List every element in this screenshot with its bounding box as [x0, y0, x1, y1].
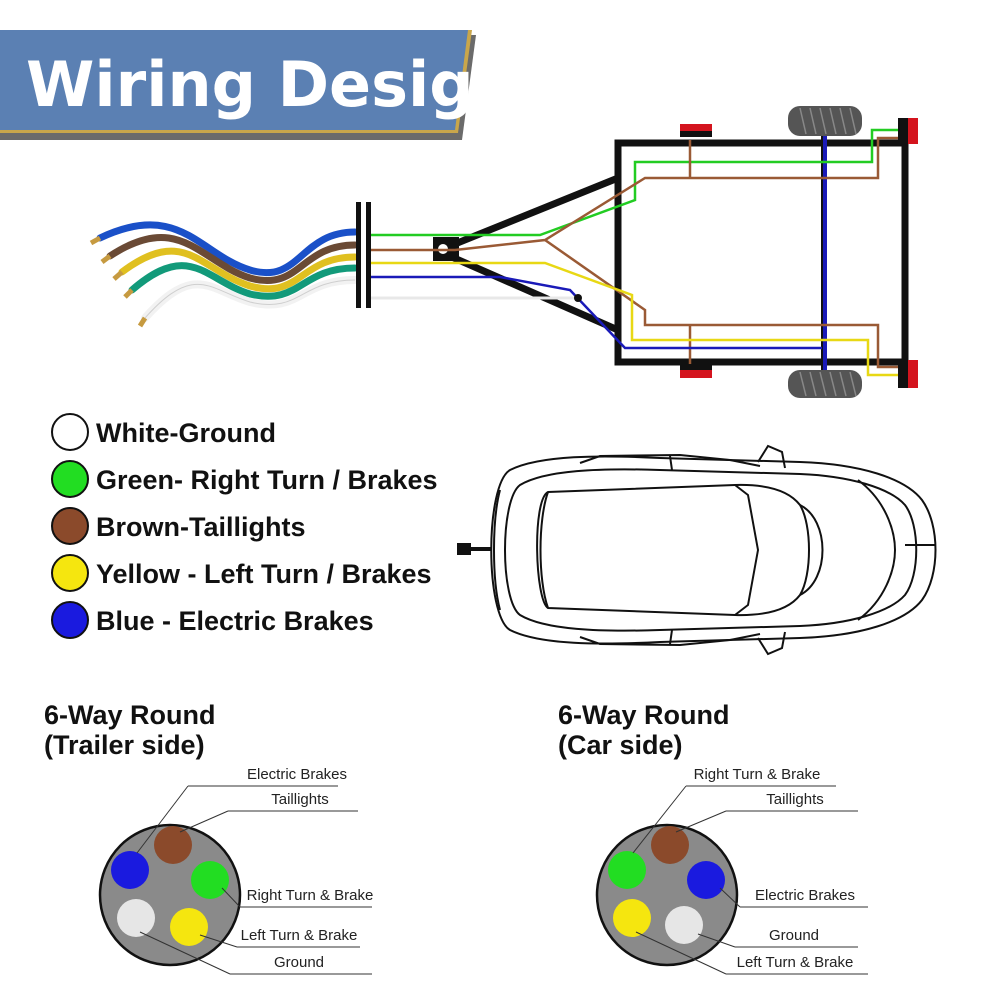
pin-leader-line: [221, 887, 241, 908]
legend-label-brown: Brown-Taillights: [96, 512, 306, 542]
trailer-wire-green: [371, 128, 898, 237]
marker-light-bottom: [680, 370, 712, 378]
pin-label: Taillights: [766, 791, 824, 808]
ground-point: [574, 294, 582, 302]
car-hood-line: [857, 479, 897, 621]
pin-label: Right Turn & Brake: [694, 766, 821, 783]
car-rear-window: [539, 491, 549, 609]
pin-label: Left Turn & Brake: [737, 954, 854, 971]
tail-light-right: [908, 118, 918, 144]
car-body: [490, 455, 937, 645]
wire-harness: [89, 202, 371, 328]
connector-pin-blue: [687, 861, 725, 899]
harness-wire-blue: [96, 221, 359, 277]
connector-car-side: 6-Way Round(Car side) Right Turn & BrakeT…: [558, 700, 868, 975]
pin-label: Left Turn & Brake: [241, 927, 358, 944]
harness-wire-green: [128, 262, 359, 300]
pin-label: Ground: [274, 954, 324, 971]
legend-label-green: Green- Right Turn / Brakes: [96, 465, 438, 495]
harness-wire-white-outline: [144, 279, 356, 319]
trailer-diagram: [371, 106, 918, 398]
car-roof: [536, 483, 810, 617]
connector-subheading: (Trailer side): [44, 730, 205, 760]
car-rear-bumper: [493, 489, 501, 611]
pin-leader-line: [632, 785, 687, 854]
wire-tip: [137, 316, 148, 328]
legend-swatch-brown: [51, 507, 89, 545]
pin-leader-line: [719, 887, 741, 908]
car-mirror-top: [757, 444, 786, 469]
connector-pin-green: [608, 851, 646, 889]
pin-label: Ground: [769, 927, 819, 944]
pin-leader-line: [675, 810, 727, 833]
marker-light-top: [680, 124, 712, 131]
pin-leader-line: [179, 810, 229, 833]
wire-tip: [89, 235, 102, 246]
trailer-wire-brown-lower: [544, 238, 898, 369]
connector-pin-white: [665, 906, 703, 944]
car-hitch-ball: [457, 543, 471, 555]
trailer-wire-yellow: [371, 261, 898, 377]
trailer-wire-brown: [371, 136, 898, 252]
trailer-wheel-top: [788, 106, 862, 136]
marker-light-top-base: [680, 131, 712, 137]
trailer-wheel-bottom: [788, 370, 862, 398]
connector-pin-yellow: [170, 908, 208, 946]
title-banner: Wiring Design: [0, 30, 518, 140]
pin-label: Taillights: [271, 791, 329, 808]
connector-pin-white: [117, 899, 155, 937]
connector-pin-blue: [111, 851, 149, 889]
connector-heading: 6-Way Round: [44, 700, 216, 730]
connector-pin-green: [191, 861, 229, 899]
legend-swatch-white: [51, 413, 89, 451]
legend-label-white: White-Ground: [96, 418, 276, 448]
car-mirror-bottom: [757, 631, 786, 656]
connector-plate: [366, 202, 371, 308]
pin-leader-line: [697, 933, 736, 948]
pin-leader-line: [199, 934, 238, 948]
car-top-view: [457, 444, 937, 656]
wire-tip: [100, 254, 112, 264]
legend-label-blue: Blue - Electric Brakes: [96, 606, 374, 636]
trailer-wire-blue: [371, 275, 822, 350]
car-body-inner: [504, 468, 918, 632]
legend-label-yellow: Yellow - Left Turn / Brakes: [96, 559, 432, 589]
pin-label: Right Turn & Brake: [247, 887, 374, 904]
wire-tip: [123, 288, 134, 299]
connector-plate: [356, 202, 361, 308]
page-title: Wiring Design: [26, 48, 518, 121]
pin-leader-line: [139, 931, 231, 975]
legend-swatch-yellow: [51, 554, 89, 592]
connector-trailer-side: 6-Way Round(Trailer side) Electric Brakes…: [44, 700, 374, 975]
car-door-seam: [669, 455, 673, 471]
harness-wire-yellow: [118, 247, 359, 293]
car-door-top: [579, 453, 761, 467]
marker-light-bottom-base: [680, 364, 712, 370]
pin-label: Electric Brakes: [755, 887, 855, 904]
car-windshield: [799, 504, 824, 596]
connector-pin-brown: [154, 826, 192, 864]
car-door-seam: [669, 629, 673, 645]
connector-heading: 6-Way Round: [558, 700, 730, 730]
connector-pin-yellow: [613, 899, 651, 937]
car-windshield-frame: [734, 484, 760, 616]
trailer-frame: [441, 139, 909, 366]
banner-background: [0, 30, 468, 130]
connector-pin-brown: [651, 826, 689, 864]
car-door-bottom: [579, 633, 761, 647]
pin-label: Electric Brakes: [247, 766, 347, 783]
pin-leader-line: [136, 785, 189, 854]
pin-leader-line: [635, 931, 727, 975]
legend-swatch-green: [51, 460, 89, 498]
harness-wire-brown: [106, 233, 359, 285]
tail-light-left: [908, 360, 918, 388]
wire-tip: [112, 270, 124, 281]
connectors: 6-Way Round(Trailer side)Electric Brakes…: [44, 700, 868, 975]
legend-swatch-blue: [51, 601, 89, 639]
connector-subheading: (Car side): [558, 730, 683, 760]
